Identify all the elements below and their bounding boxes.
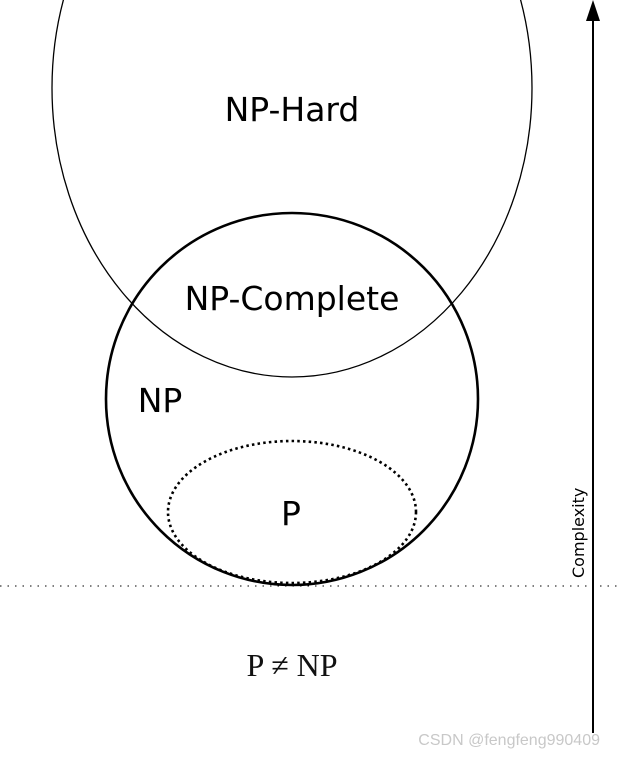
watermark-text: CSDN @fengfeng990409 [418,732,600,749]
np-region [104,211,480,587]
np-label: NP [138,381,183,420]
complexity-axis-label: Complexity [569,488,588,578]
np-hard-label: NP-Hard [225,90,360,129]
np-hard-region [51,0,533,378]
p-label: P [281,494,301,533]
p-not-equal-np-label: P ≠ NP [246,647,337,683]
axis-arrow-up-icon [586,0,600,21]
p-region [166,439,418,585]
np-complete-label: NP-Complete [185,279,400,318]
